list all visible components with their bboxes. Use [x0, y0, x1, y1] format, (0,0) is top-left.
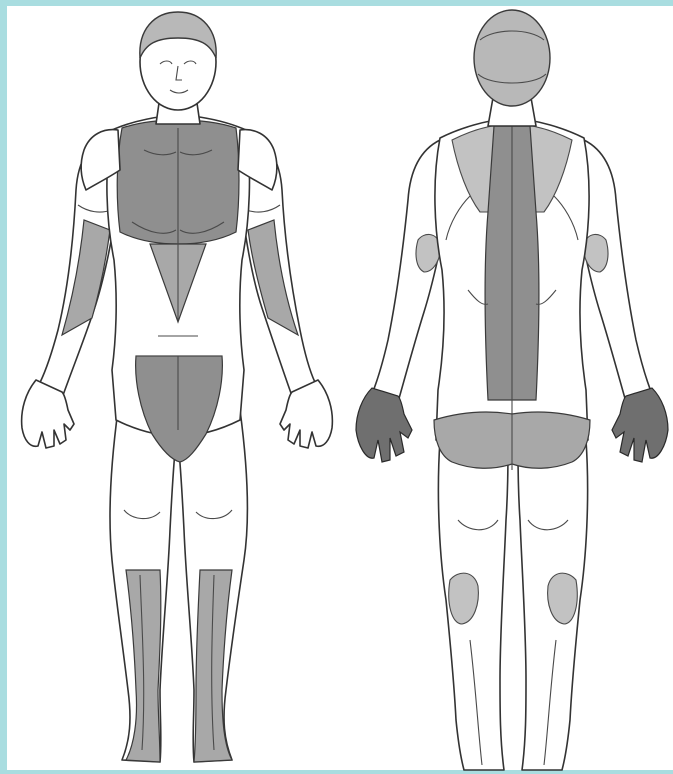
back-left-hand	[356, 388, 412, 462]
front-figure	[22, 12, 333, 762]
front-left-hand	[22, 380, 74, 448]
back-figure	[356, 10, 668, 770]
back-head	[474, 10, 550, 106]
back-right-hand	[612, 388, 668, 462]
front-right-hand	[280, 380, 332, 448]
